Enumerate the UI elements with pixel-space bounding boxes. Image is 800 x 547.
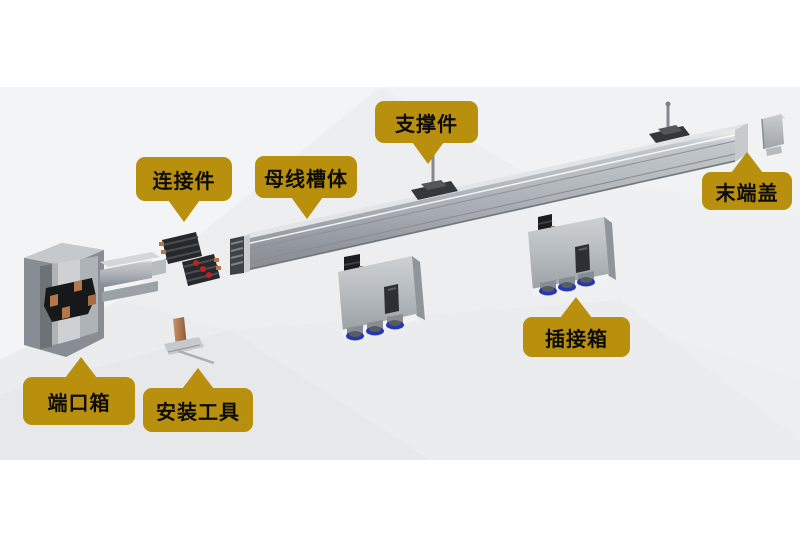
plug-in-box-2-window (575, 244, 590, 273)
port-box-duct-section (100, 252, 166, 302)
plug-in-box-2 (528, 214, 616, 296)
label-busbar-body-pointer (291, 197, 323, 219)
label-busbar-body: 母线槽体 (255, 156, 357, 219)
label-install-tool-pointer (182, 368, 214, 389)
plug-in-box-2-glands (539, 271, 595, 296)
label-install-tool-text: 安装工具 (156, 401, 240, 424)
label-support-text: 支撑件 (395, 113, 458, 136)
plug-in-box-1-glands (346, 314, 404, 341)
label-support-pointer (412, 142, 444, 164)
plug-in-box-1-window (384, 284, 399, 314)
label-port-box-text: 端口箱 (47, 392, 111, 415)
port-box (24, 243, 166, 357)
connector-block-1 (159, 232, 202, 264)
label-end-cap-pointer (731, 152, 763, 173)
label-port-box-pointer (65, 357, 97, 378)
label-plug-in-box-text: 插接箱 (545, 328, 608, 351)
support-bracket-2 (649, 101, 690, 143)
port-box-contacts (44, 278, 96, 322)
label-plug-in-box-pointer (560, 297, 592, 318)
label-end-cap-text: 末端盖 (715, 182, 779, 205)
connectors (159, 232, 221, 286)
plug-in-box-1 (338, 254, 425, 341)
label-connector-text: 连接件 (152, 170, 216, 193)
end-cap (761, 114, 786, 156)
install-tool (164, 317, 215, 365)
label-connector-pointer (168, 200, 200, 222)
label-support: 支撑件 (375, 101, 478, 164)
connector-block-2 (182, 254, 221, 286)
label-connector: 连接件 (136, 157, 232, 222)
duct-end-fins (230, 234, 250, 275)
label-install-tool: 安装工具 (143, 368, 253, 432)
label-plug-in-box: 插接箱 (523, 297, 630, 357)
label-port-box: 端口箱 (23, 357, 135, 425)
label-busbar-body-text: 母线槽体 (264, 168, 348, 191)
label-end-cap: 末端盖 (702, 152, 792, 210)
